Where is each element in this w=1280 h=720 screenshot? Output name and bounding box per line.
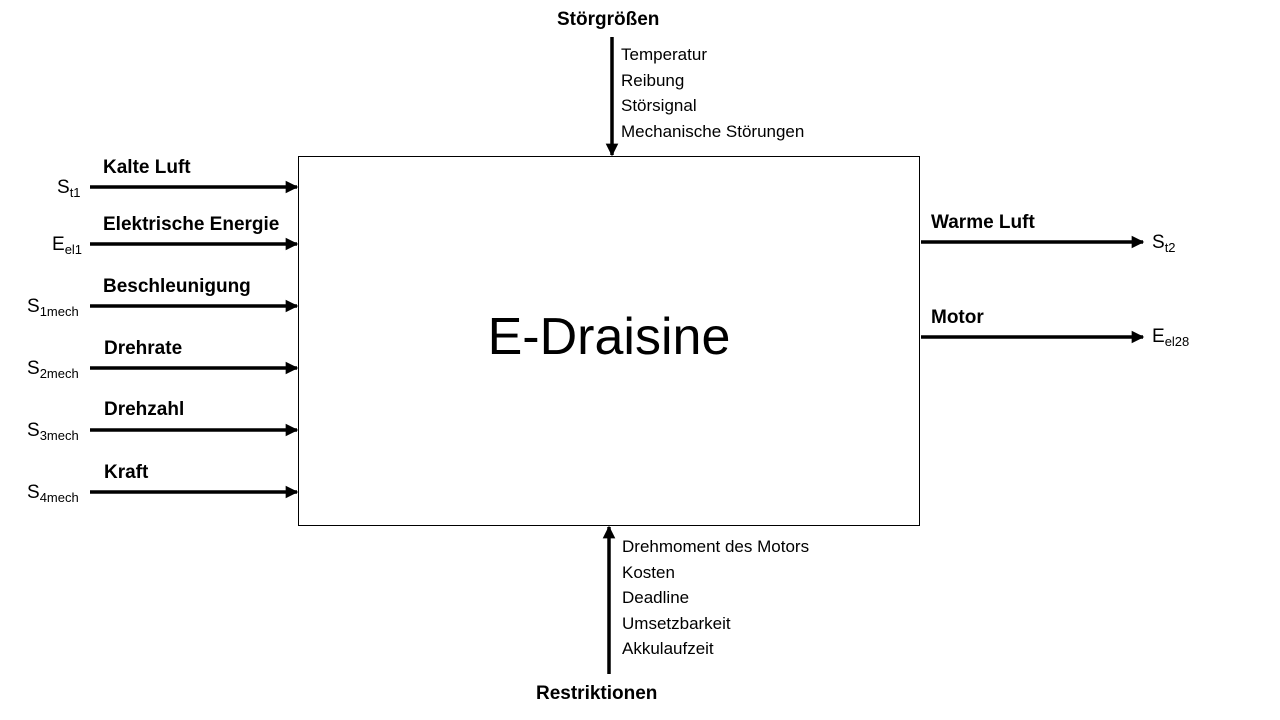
symbol-letter: S bbox=[27, 482, 40, 503]
disturbance-item: Störsignal bbox=[621, 96, 697, 115]
input-label-kraft: Kraft bbox=[104, 462, 149, 483]
output-symbol-st2: St2 bbox=[1152, 232, 1176, 259]
input-symbol-s4mech: S4mech bbox=[27, 482, 79, 509]
input-label-beschleunigung: Beschleunigung bbox=[103, 276, 251, 297]
output-label-motor: Motor bbox=[931, 307, 984, 328]
symbol-subscript: 1mech bbox=[39, 304, 79, 319]
restrictions-heading: Restriktionen bbox=[536, 683, 658, 704]
symbol-letter: S bbox=[1152, 232, 1165, 253]
input-label-drehrate: Drehrate bbox=[104, 338, 183, 359]
input-label-elektrische-energie: Elektrische Energie bbox=[103, 214, 280, 235]
output-symbol-eel28: Eel28 bbox=[1152, 326, 1189, 353]
symbol-letter: S bbox=[27, 296, 40, 317]
restriction-item: Umsetzbarkeit bbox=[622, 613, 731, 633]
input-symbol-st1: St1 bbox=[57, 177, 81, 204]
output-label-warme-luft: Warme Luft bbox=[931, 212, 1035, 233]
symbol-letter: S bbox=[27, 358, 40, 379]
symbol-letter: E bbox=[1152, 326, 1165, 347]
input-symbol-s2mech: S2mech bbox=[27, 358, 79, 385]
disturbances-list: Temperatur Reibung Störsignal Mechanisch… bbox=[621, 42, 804, 144]
symbol-subscript: el1 bbox=[64, 242, 83, 257]
symbol-letter: S bbox=[27, 420, 40, 441]
symbol-subscript: t2 bbox=[1164, 240, 1176, 255]
symbol-subscript: 2mech bbox=[39, 366, 79, 381]
restrictions-list: Drehmoment des Motors Kosten Deadline Um… bbox=[622, 534, 809, 662]
system-box: E-Draisine bbox=[298, 156, 920, 526]
input-label-drehzahl: Drehzahl bbox=[104, 399, 185, 420]
restriction-item: Deadline bbox=[622, 588, 690, 607]
system-title: E-Draisine bbox=[487, 308, 731, 366]
input-label-kalte-luft: Kalte Luft bbox=[103, 157, 191, 178]
disturbance-item: Mechanische Störungen bbox=[621, 121, 805, 141]
symbol-letter: E bbox=[52, 234, 65, 255]
input-symbol-s1mech: S1mech bbox=[27, 296, 79, 323]
symbol-letter: S bbox=[57, 177, 70, 198]
disturbance-item: Reibung bbox=[621, 70, 685, 90]
restriction-item: Drehmoment des Motors bbox=[622, 537, 810, 556]
disturbances-heading: Störgrößen bbox=[557, 9, 660, 30]
symbol-subscript: 3mech bbox=[39, 428, 79, 443]
symbol-subscript: t1 bbox=[69, 185, 81, 200]
input-symbol-eel1: Eel1 bbox=[52, 234, 82, 261]
input-symbol-s3mech: S3mech bbox=[27, 420, 79, 447]
restriction-item: Akkulaufzeit bbox=[622, 639, 714, 658]
disturbance-item: Temperatur bbox=[621, 45, 707, 64]
symbol-subscript: el28 bbox=[1164, 334, 1190, 349]
symbol-subscript: 4mech bbox=[39, 490, 79, 505]
restriction-item: Kosten bbox=[622, 562, 675, 582]
